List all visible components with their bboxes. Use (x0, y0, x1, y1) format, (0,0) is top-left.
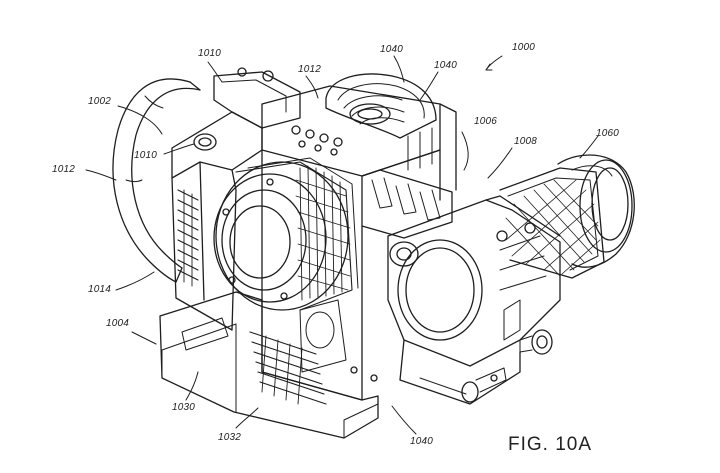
figure-caption: FIG. 10A (508, 434, 593, 455)
leader-lines (85, 55, 599, 435)
grip-body (171, 67, 301, 331)
ref-1008: 1008 (514, 136, 538, 147)
main-body (261, 73, 441, 401)
ref-1010-mid: 1010 (134, 150, 158, 161)
ref-1004: 1004 (106, 318, 130, 329)
ref-1040-a: 1040 (380, 44, 404, 55)
ref-1014: 1014 (88, 284, 112, 295)
ref-1012-top: 1012 (298, 64, 322, 75)
ref-1000: 1000 (512, 42, 536, 53)
ref-1012-left: 1012 (52, 164, 76, 175)
lower-bracket (399, 329, 553, 405)
ref-1060: 1060 (596, 128, 620, 139)
handle-loop (112, 78, 201, 283)
base-plate (159, 291, 379, 439)
ref-1010-top: 1010 (198, 48, 222, 59)
ref-1032: 1032 (218, 432, 242, 443)
ref-1030: 1030 (172, 402, 196, 413)
evf-housing (387, 195, 561, 367)
eye-cup (557, 154, 635, 268)
eyepiece-barrel (499, 167, 605, 279)
ref-1040-b: 1040 (434, 60, 458, 71)
lens-mount (213, 157, 359, 311)
ref-1002: 1002 (88, 96, 112, 107)
ref-1006: 1006 (474, 116, 498, 127)
ref-1040-bottom: 1040 (410, 436, 434, 447)
